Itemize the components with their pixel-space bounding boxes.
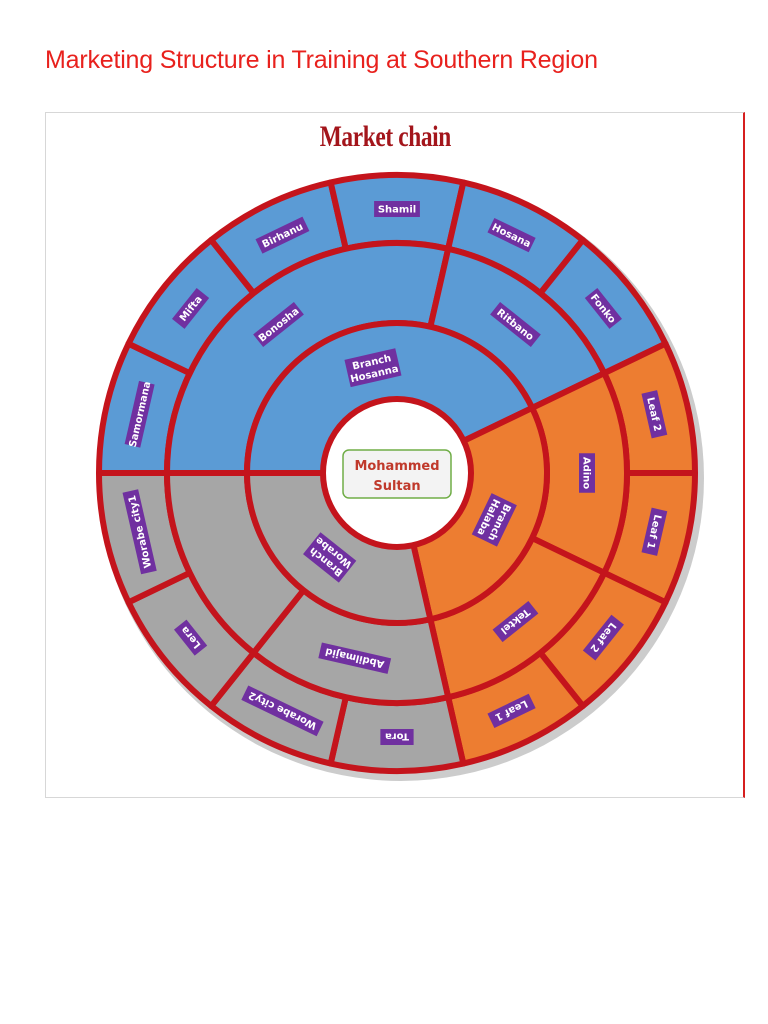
label-box-ritbano: [490, 301, 541, 347]
label-box-leaf-2-100: [641, 390, 668, 439]
label-text-tora-200: Tora: [385, 731, 409, 742]
label-box-worabe-city2-201: [241, 685, 324, 737]
label-box-worabe-city1-211: [122, 489, 157, 575]
label-box-leaf-2-110: [582, 614, 624, 661]
label-text-shamil-003: Shamil: [378, 205, 416, 216]
label-box-lera-210: [173, 619, 208, 656]
label-box-tora-200: [380, 729, 414, 745]
label-tora-200: Tora: [380, 729, 414, 745]
label-box-leaf-1-111: [487, 693, 536, 728]
label-box-branch-worabe: [303, 532, 357, 583]
label-box-abdilmajid: [318, 642, 392, 674]
label-leaf-2-100: Leaf 2: [641, 390, 668, 439]
label-box-fonko-011: [584, 287, 622, 329]
label-box-branch-halaba: [471, 493, 517, 547]
label-box-tektel: [492, 601, 539, 643]
label-shamil-003: Shamil: [374, 201, 420, 217]
center-name-line-2: Sultan: [373, 479, 420, 494]
label-box-leaf-1-101: [641, 507, 668, 556]
label-box-bonosha: [253, 301, 304, 347]
label-box-adino: [579, 453, 595, 493]
label-box-hosana-010: [487, 218, 536, 253]
label-box-shamil-003: [374, 201, 420, 217]
label-text-adino: Adino: [581, 457, 592, 489]
center-name-line-1: Mohammed: [354, 459, 439, 474]
label-leaf-1-101: Leaf 1: [641, 507, 668, 556]
label-adino: Adino: [579, 453, 595, 493]
center-node: Mohammed Sultan: [320, 396, 474, 550]
page-title: Marketing Structure in Training at South…: [45, 46, 598, 74]
label-box-mifta-001: [172, 287, 210, 329]
label-box-samormana-000: [124, 380, 155, 448]
diagram-title: Market chain: [319, 120, 452, 153]
label-box-birhanu-002: [255, 216, 310, 254]
center-box: [342, 449, 452, 499]
label-box-branch-hosanna: [344, 348, 402, 388]
